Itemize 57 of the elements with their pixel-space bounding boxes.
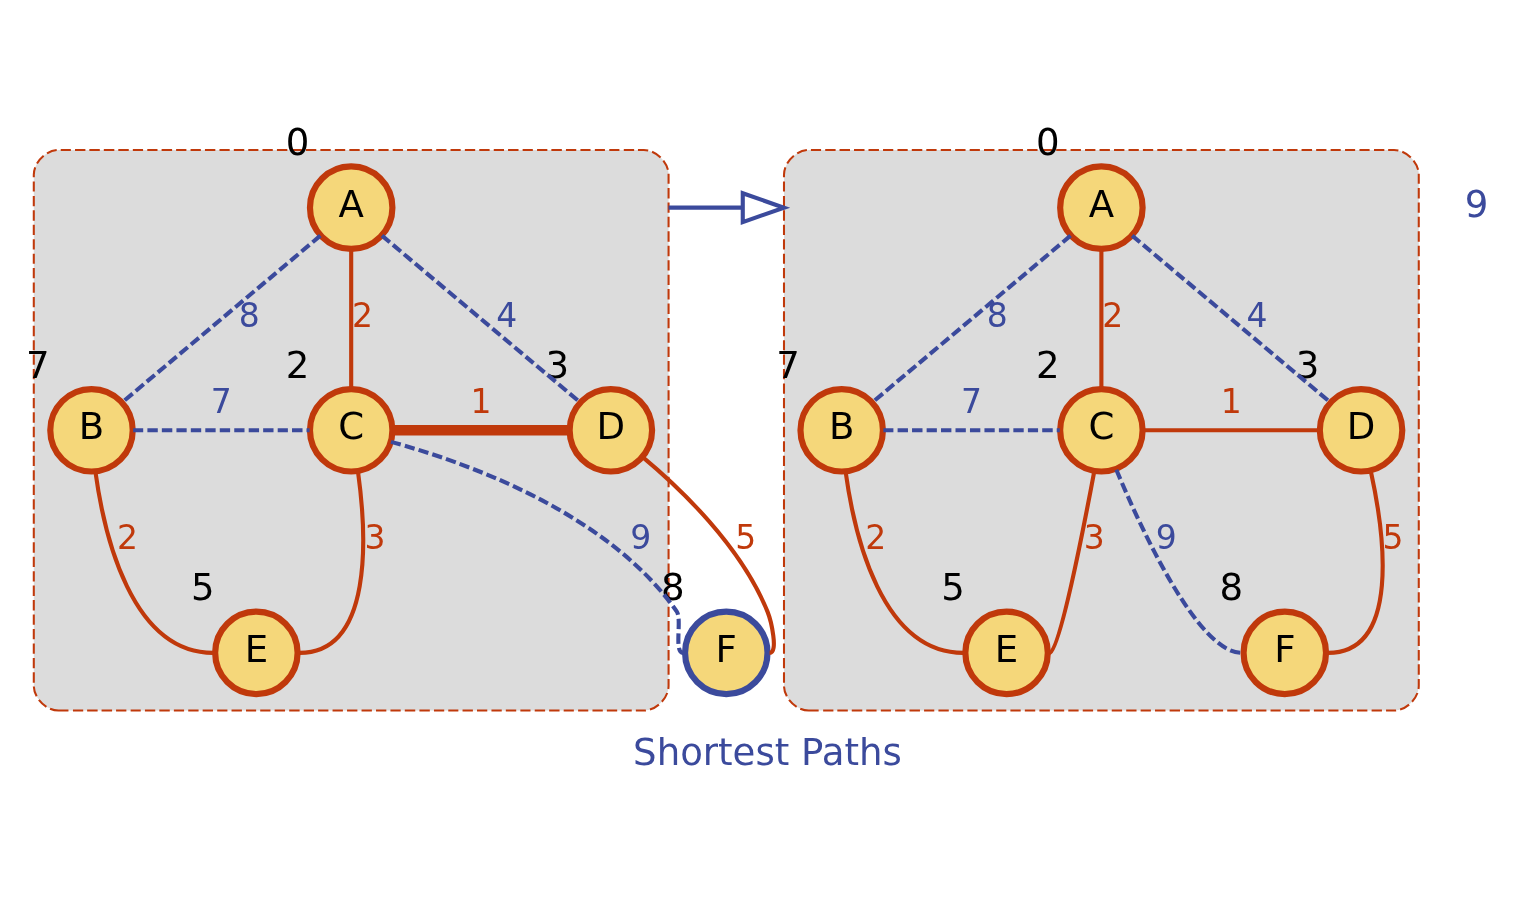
connector <box>1143 427 1320 432</box>
connector <box>883 427 1060 432</box>
connector <box>1114 468 1242 655</box>
node-label: 0 <box>1036 120 1060 164</box>
edge-label: 7 <box>210 381 232 421</box>
node-circle: C <box>306 385 396 475</box>
edge-label: 2 <box>117 517 139 557</box>
connector <box>1130 233 1332 404</box>
label: 9 <box>1464 182 1489 226</box>
connector <box>1327 469 1385 655</box>
node-label: 8 <box>1219 565 1244 609</box>
node-circle: E <box>212 608 301 697</box>
edge-label: 9 <box>630 517 652 557</box>
node-circle: F <box>1240 608 1330 697</box>
edge-label: 1 <box>1220 381 1242 421</box>
edge-label: 1 <box>470 381 492 421</box>
edge-label: 5 <box>1382 517 1404 557</box>
caption: Shortest Paths <box>633 730 902 774</box>
edge-label: 2 <box>865 517 887 557</box>
edge-label: 4 <box>496 295 518 335</box>
edge-label: 8 <box>238 295 260 335</box>
node-label: 7 <box>26 343 50 387</box>
node-label: 3 <box>1295 343 1320 387</box>
node-circle: F <box>681 608 771 697</box>
connector <box>349 249 354 388</box>
edge-label: 7 <box>961 381 983 421</box>
node-circle: C <box>1057 385 1146 475</box>
connector <box>299 471 366 655</box>
connector <box>641 454 776 655</box>
connector <box>1048 470 1097 654</box>
node-circle: B <box>47 385 136 475</box>
edge-label: 2 <box>1102 295 1124 335</box>
node-circle: D <box>566 385 656 475</box>
node-label: 0 <box>285 120 310 164</box>
edge-label: 2 <box>352 295 374 335</box>
edge-label: 3 <box>1083 517 1105 557</box>
connector <box>380 233 582 404</box>
edge-label: 9 <box>1155 517 1177 557</box>
node-circle: A <box>1057 162 1146 252</box>
node-label: 7 <box>776 343 800 387</box>
node-circle: B <box>797 385 886 475</box>
connector <box>871 233 1072 404</box>
node-label: 2 <box>1036 343 1060 387</box>
edge-label: 3 <box>364 517 386 557</box>
connector <box>1099 249 1104 388</box>
edge-label: 8 <box>986 295 1008 335</box>
node-label: 5 <box>191 565 215 609</box>
connector <box>133 427 310 432</box>
edge-label: 4 <box>1246 295 1268 335</box>
arrow <box>668 189 791 225</box>
node-circle: E <box>962 608 1051 697</box>
node-circle: A <box>306 162 396 252</box>
node-label: 2 <box>285 343 310 387</box>
edge-label: 5 <box>735 517 757 557</box>
connector <box>392 424 570 435</box>
node-label: 5 <box>941 565 965 609</box>
node-circle: D <box>1316 385 1406 475</box>
